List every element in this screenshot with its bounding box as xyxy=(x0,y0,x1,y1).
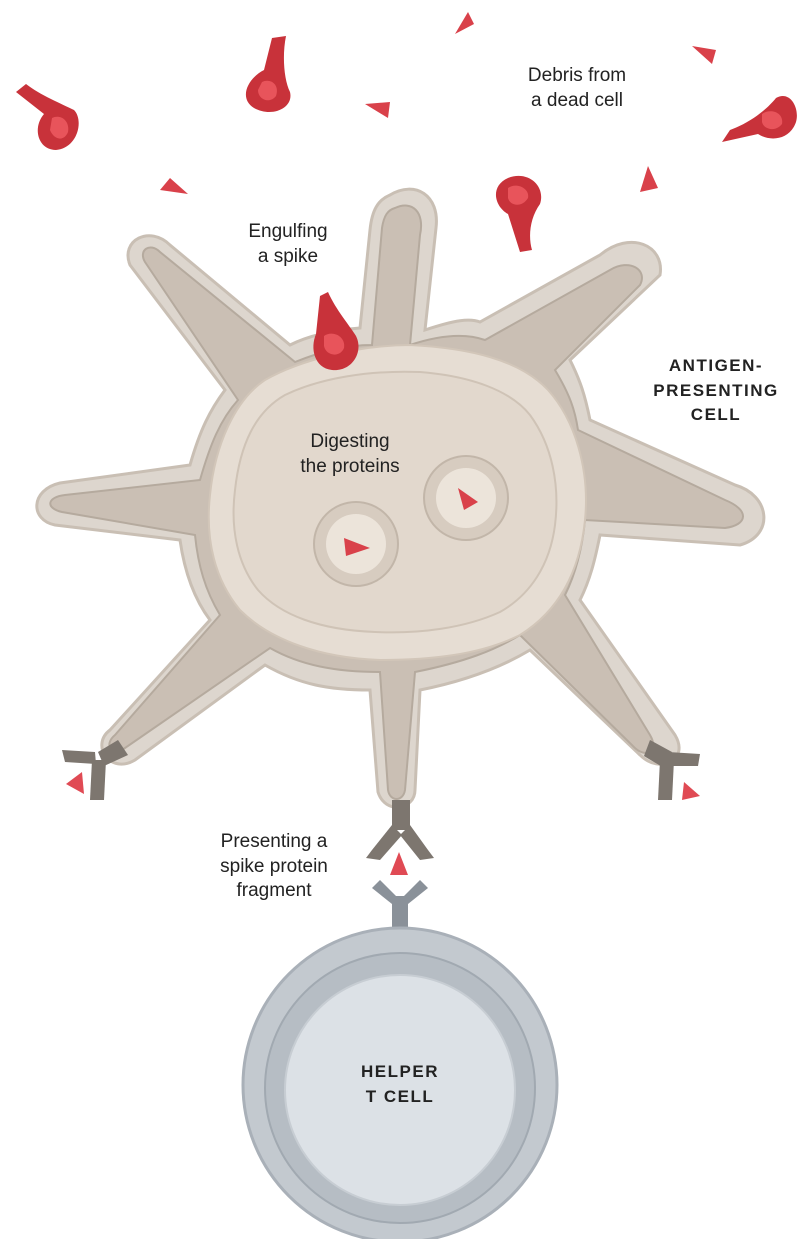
engulfing-label: Engulfing a spike xyxy=(228,220,348,269)
debris-fragment-3 xyxy=(692,46,716,64)
digesting-label-line-2: the proteins xyxy=(280,455,420,480)
engulfed-spike xyxy=(313,292,358,370)
presenting-label-line-2: spike protein xyxy=(196,855,352,880)
debris-spike-3 xyxy=(722,96,797,142)
helper-cell-label-line-2: T CELL xyxy=(320,1085,480,1110)
helper-cell-label: HELPER T CELL xyxy=(320,1060,480,1109)
debris-fragment-5 xyxy=(640,166,658,192)
debris-label-line-2: a dead cell xyxy=(500,89,654,114)
digesting-label: Digesting the proteins xyxy=(280,430,420,479)
debris-spike-2 xyxy=(246,36,291,112)
apc-receptor-bottom xyxy=(366,800,434,860)
engulfing-label-line-1: Engulfing xyxy=(228,220,348,245)
presented-fragment xyxy=(390,852,408,875)
apc-receptor-left xyxy=(62,740,128,800)
presenting-label: Presenting a spike protein fragment xyxy=(196,830,352,904)
engulfing-label-line-2: a spike xyxy=(228,245,348,270)
apc-receptor-right-fragment xyxy=(682,782,700,800)
antigen-cell-label-line-3: CELL xyxy=(634,403,798,428)
debris-fragment-1 xyxy=(455,12,474,34)
apc-receptor-left-fragment xyxy=(66,772,84,794)
antigen-cell-label-line-2: PRESENTING xyxy=(634,379,798,404)
presenting-label-line-1: Presenting a xyxy=(196,830,352,855)
antigen-cell-label: ANTIGEN- PRESENTING CELL xyxy=(634,354,798,428)
debris-spike-4 xyxy=(496,176,541,252)
digesting-label-line-1: Digesting xyxy=(280,430,420,455)
debris-fragment-4 xyxy=(160,178,188,194)
debris-label-line-1: Debris from xyxy=(500,64,654,89)
debris-fragment-2 xyxy=(365,102,390,118)
helper-cell-label-line-1: HELPER xyxy=(320,1060,480,1085)
debris-label: Debris from a dead cell xyxy=(500,64,654,113)
debris-spike-1 xyxy=(16,84,79,150)
presenting-label-line-3: fragment xyxy=(196,879,352,904)
antigen-cell-label-line-1: ANTIGEN- xyxy=(634,354,798,379)
